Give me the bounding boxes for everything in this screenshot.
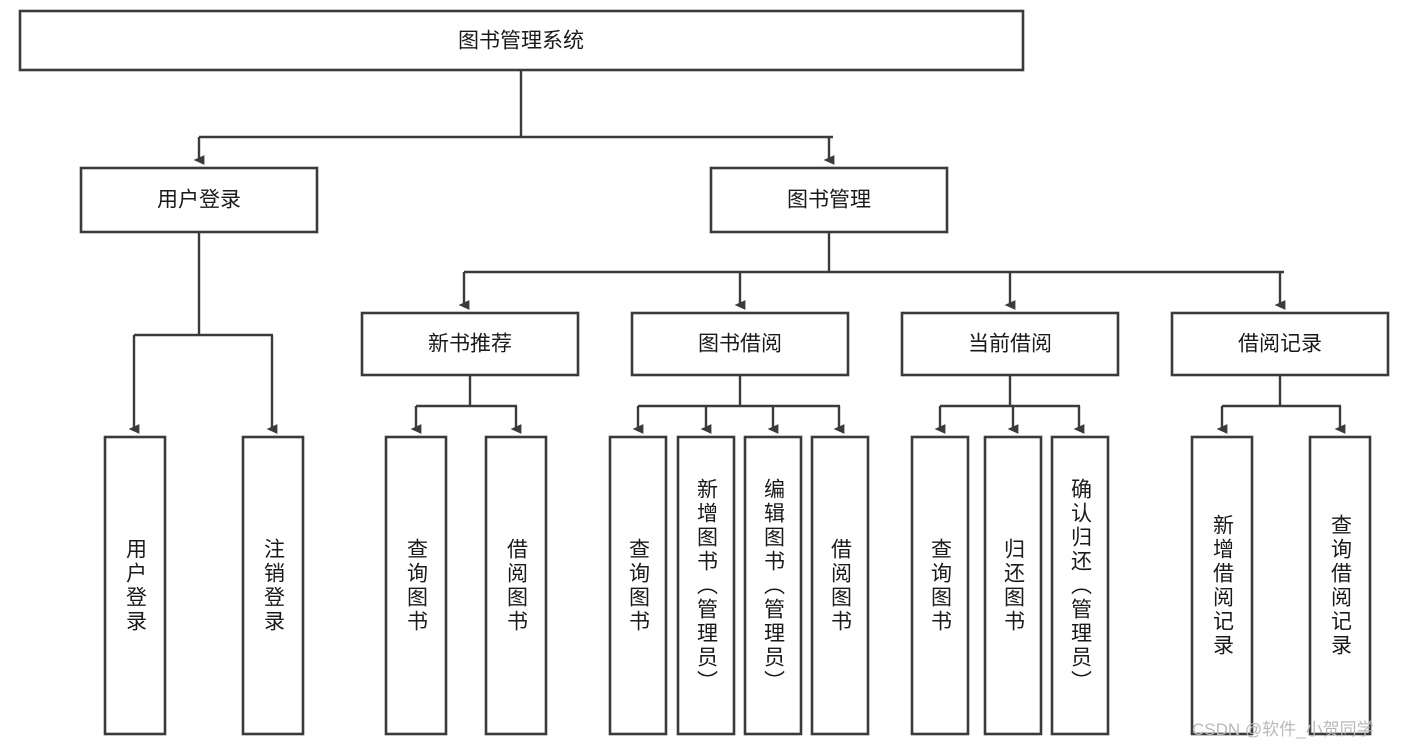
node-root[interactable]: 图书管理系统 bbox=[18, 9, 1025, 72]
leaf-label-add-book-admin: 新增图书（管理员） bbox=[694, 477, 718, 694]
leaf-label-query-borrow-record: 查询借阅记录 bbox=[1328, 513, 1352, 658]
leaf-label-logout: 注销登录 bbox=[261, 537, 285, 634]
node-new-book-recommend[interactable]: 新书推荐 bbox=[360, 311, 580, 377]
leaf-label-user-login: 用户登录 bbox=[123, 537, 147, 634]
node-current-borrow-rect bbox=[900, 311, 1120, 377]
connector-borrow-record-to-leaves bbox=[1216, 375, 1346, 434]
leaf-add-borrow-record[interactable]: 新增借阅记录 bbox=[1192, 437, 1252, 734]
leaf-rect-return-book[interactable] bbox=[983, 435, 1043, 736]
node-book-management-label: 图书管理 bbox=[787, 189, 871, 212]
node-new-book-recommend-label: 新书推荐 bbox=[428, 333, 512, 356]
node-new-book-recommend-rect bbox=[360, 311, 580, 377]
leaf-borrow-book-new[interactable]: 借阅图书 bbox=[486, 437, 546, 734]
node-borrow-record[interactable]: 借阅记录 bbox=[1170, 311, 1390, 377]
node-borrow-record-rect bbox=[1170, 311, 1390, 377]
leaf-rect-query-book-new[interactable] bbox=[384, 435, 448, 736]
node-root-label: 图书管理系统 bbox=[458, 30, 584, 53]
watermark-text: CSDN @软件_小贺同学 bbox=[1192, 720, 1374, 739]
node-root-rect bbox=[18, 9, 1025, 72]
connector-root-to-level2 bbox=[193, 70, 835, 165]
leaf-rect-query-book-borrow[interactable] bbox=[608, 435, 668, 736]
connector-user-login-to-leaves bbox=[128, 232, 278, 434]
leaf-rect-logout[interactable] bbox=[241, 435, 305, 736]
leaf-label-query-book-current: 查询图书 bbox=[928, 537, 952, 634]
leaf-logout[interactable]: 注销登录 bbox=[243, 437, 303, 734]
connector-book-borrow-to-leaves bbox=[632, 375, 845, 434]
node-book-borrow-label: 图书借阅 bbox=[698, 333, 782, 356]
leaf-query-borrow-record[interactable]: 查询借阅记录 bbox=[1310, 437, 1370, 734]
leaf-add-book-admin[interactable]: 新增图书（管理员） bbox=[678, 437, 734, 734]
leaf-label-borrow-book: 借阅图书 bbox=[828, 537, 852, 634]
leaf-return-book[interactable]: 归还图书 bbox=[985, 437, 1041, 734]
leaf-rect-query-borrow-record[interactable] bbox=[1308, 435, 1372, 736]
leaf-rect-borrow-book[interactable] bbox=[810, 435, 870, 736]
leaf-rect-user-login[interactable] bbox=[103, 435, 167, 736]
connector-current-borrow-to-leaves bbox=[934, 375, 1085, 434]
connector-new-book-recommend-to-leaves bbox=[410, 375, 522, 434]
leaf-rect-add-borrow-record[interactable] bbox=[1190, 435, 1254, 736]
leaf-user-login[interactable]: 用户登录 bbox=[105, 437, 165, 734]
leaf-label-query-book-borrow: 查询图书 bbox=[626, 537, 650, 634]
node-user-login-label: 用户登录 bbox=[157, 189, 241, 212]
leaf-label-add-borrow-record: 新增借阅记录 bbox=[1210, 513, 1234, 658]
connector-book-management-to-level3 bbox=[458, 232, 1286, 310]
leaf-rects bbox=[103, 435, 1372, 736]
leaf-label-return-book: 归还图书 bbox=[1001, 537, 1025, 634]
node-current-borrow[interactable]: 当前借阅 bbox=[900, 311, 1120, 377]
node-book-management[interactable]: 图书管理 bbox=[709, 166, 949, 234]
leaf-rect-confirm-return-admin[interactable] bbox=[1050, 435, 1110, 736]
leaf-rect-edit-book-admin[interactable] bbox=[743, 435, 803, 736]
leaf-rect-add-book-admin[interactable] bbox=[676, 435, 736, 736]
leaf-query-book-new[interactable]: 查询图书 bbox=[386, 437, 446, 734]
leaf-label-edit-book-admin: 编辑图书（管理员） bbox=[761, 477, 785, 694]
node-user-login[interactable]: 用户登录 bbox=[79, 166, 319, 234]
node-current-borrow-label: 当前借阅 bbox=[968, 333, 1052, 356]
node-borrow-record-label: 借阅记录 bbox=[1238, 333, 1322, 356]
leaf-confirm-return-admin[interactable]: 确认归还（管理员） bbox=[1052, 437, 1108, 734]
leaf-query-book-borrow[interactable]: 查询图书 bbox=[610, 437, 666, 734]
leaf-edit-book-admin[interactable]: 编辑图书（管理员） bbox=[745, 437, 801, 734]
leaf-label-borrow-book-new: 借阅图书 bbox=[504, 537, 528, 634]
leaf-rect-borrow-book-new[interactable] bbox=[484, 435, 548, 736]
node-book-borrow-rect bbox=[630, 311, 850, 377]
node-book-borrow[interactable]: 图书借阅 bbox=[630, 311, 850, 377]
node-user-login-rect bbox=[79, 166, 319, 234]
leaf-rect-query-book-current[interactable] bbox=[910, 435, 970, 736]
leaf-label-query-book-new: 查询图书 bbox=[404, 537, 428, 634]
leaf-borrow-book[interactable]: 借阅图书 bbox=[812, 437, 868, 734]
leaf-label-confirm-return-admin: 确认归还（管理员） bbox=[1068, 477, 1092, 694]
leaf-query-book-current[interactable]: 查询图书 bbox=[912, 437, 968, 734]
